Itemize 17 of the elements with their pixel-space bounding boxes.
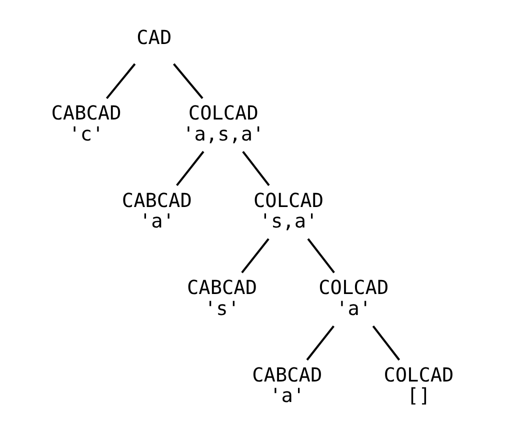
connector [106,63,136,99]
node-text: COLCAD 'a,s,a' [182,102,264,146]
node-text: CABCAD 's' [187,276,258,320]
connector [242,150,270,186]
connector [173,63,204,100]
node-text: COLCAD 'a' [318,276,389,320]
node-text: CABCAD 'a' [122,188,192,233]
node-text: COLCAD 's,a' [254,188,324,233]
node-text: CABCAD 'c' [51,102,122,146]
connector [306,325,334,361]
node-text: CAD [136,26,172,50]
connector [372,326,400,361]
node-text: COLCAD [] [384,363,454,408]
connector [176,150,204,186]
node-text: CABCAD 'a' [252,363,322,408]
connector [307,238,335,274]
connector [241,238,270,274]
